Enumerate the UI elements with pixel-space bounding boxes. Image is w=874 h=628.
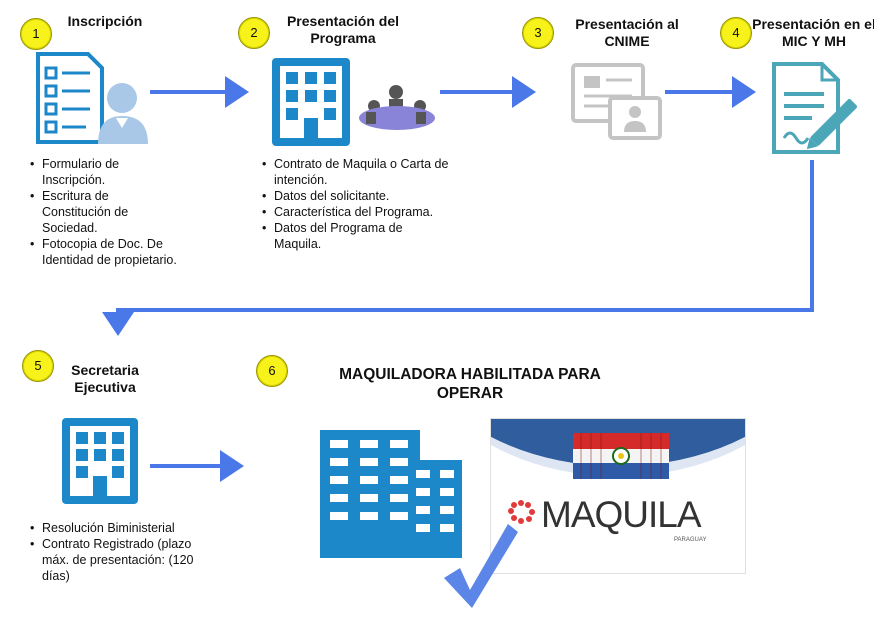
document-signing-icon xyxy=(772,62,857,154)
container-flag-graphic xyxy=(491,419,745,524)
list-item: Contrato Registrado (plazo máx. de prese… xyxy=(28,536,198,584)
step-number-badge-5: 5 xyxy=(22,350,54,382)
list-item: Resolución Biministerial xyxy=(28,520,198,536)
list-item: Formulario de Inscripción. xyxy=(28,156,178,188)
step-4-title: Presentación en el MIC Y MH xyxy=(752,16,874,49)
list-item: Contrato de Maquila o Carta de intención… xyxy=(260,156,450,188)
step-1-title: Inscripción xyxy=(67,13,143,29)
list-item: Datos del Programa de Maquila. xyxy=(260,220,450,252)
step-number-badge-3: 3 xyxy=(522,17,554,49)
step-number-badge-6: 6 xyxy=(256,355,288,387)
list-item: Característica del Programa. xyxy=(260,204,450,220)
maquila-logo-subtext: PARAGUAY xyxy=(674,537,707,543)
step-1-requirements: Formulario de Inscripción. Escritura de … xyxy=(28,156,178,268)
registration-form-icon xyxy=(36,52,148,144)
step-2-title: Presentación del Programa xyxy=(286,13,400,46)
maquila-paraguay-logo-image: MAQUILA PARAGUAY xyxy=(490,418,746,574)
office-building-meeting-icon xyxy=(272,58,435,146)
step-number-badge-1: 1 xyxy=(20,18,52,50)
list-item: Datos del solicitante. xyxy=(260,188,450,204)
list-item: Escritura de Constitución de Sociedad. xyxy=(28,188,178,236)
company-buildings-icon xyxy=(320,430,462,558)
step-2-requirements: Contrato de Maquila o Carta de intención… xyxy=(260,156,450,252)
step-number-badge-4: 4 xyxy=(720,17,752,49)
step-number-badge-2: 2 xyxy=(238,17,270,49)
checkmark-icon xyxy=(444,524,518,608)
step-6-title: MAQUILADORA HABILITADA PARA OPERAR xyxy=(339,366,601,402)
id-card-document-icon xyxy=(571,63,662,140)
step-5-requirements: Resolución Biministerial Contrato Regist… xyxy=(28,520,198,584)
step-3-title: Presentación al CNIME xyxy=(575,16,679,49)
arrow-4-to-5 xyxy=(102,160,814,336)
maquila-logo-text: MAQUILA xyxy=(541,494,702,535)
list-item: Fotocopia de Doc. De Identidad de propie… xyxy=(28,236,178,268)
office-building-icon xyxy=(62,418,138,504)
step-5-title: Secretaria Ejecutiva xyxy=(71,362,139,395)
